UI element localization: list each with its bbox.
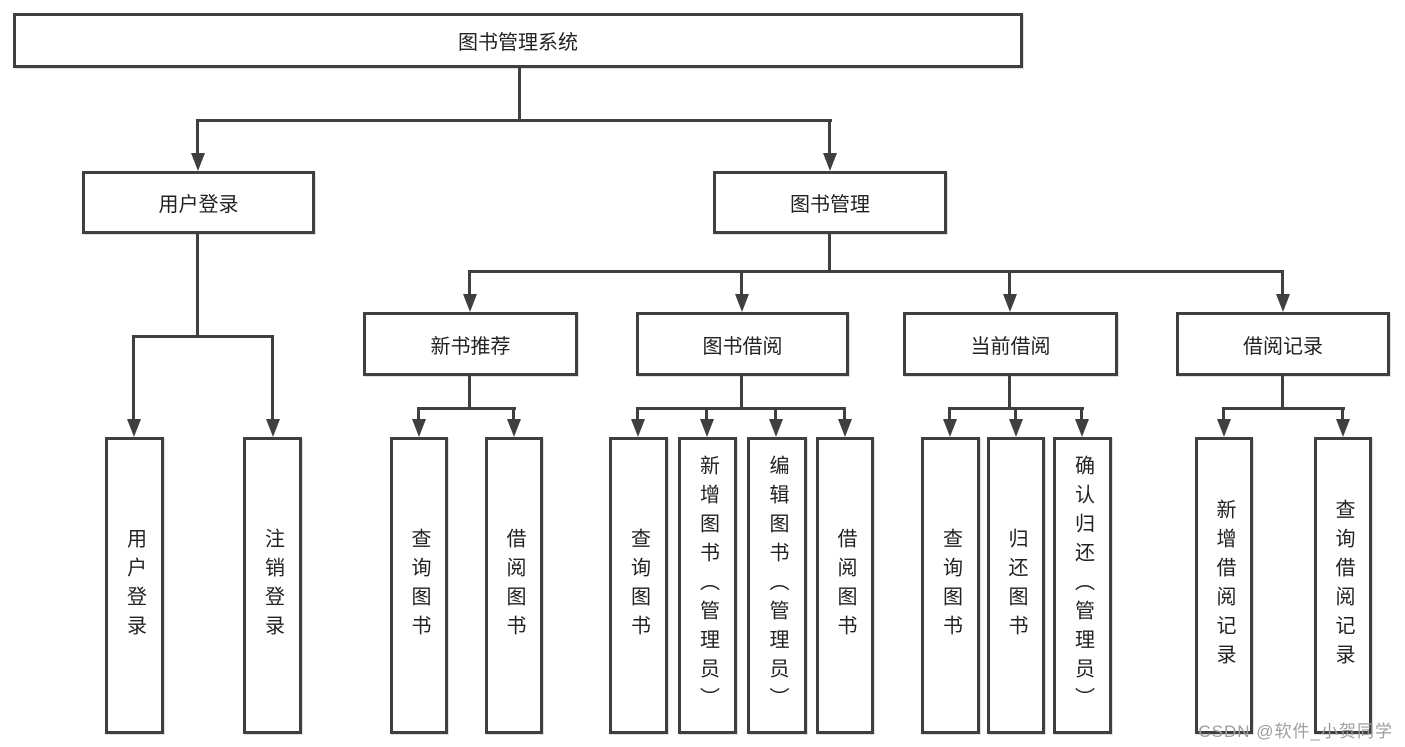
leaf-label: 借阅图书 — [503, 527, 525, 644]
connector-borrow-stem — [740, 376, 743, 410]
arrowhead-current-borrow — [1003, 294, 1017, 312]
connector-drop — [1080, 407, 1083, 421]
node-user-login: 用户登录 — [82, 171, 315, 234]
connector-mgmt-stem — [828, 234, 831, 273]
node-label: 当前借阅 — [970, 335, 1051, 358]
arrowhead — [412, 419, 426, 437]
leaf-logout: 注销登录 — [243, 437, 302, 734]
node-book-borrow: 图书借阅 — [636, 312, 849, 376]
connector-drop-leaf-logout — [271, 335, 274, 421]
leaf-label: 借阅图书 — [834, 527, 856, 644]
leaf-add-book-admin: 新增图书（管理员） — [678, 437, 737, 734]
leaf-label: 新增图书（管理员） — [696, 455, 719, 716]
connector-drop — [705, 407, 708, 421]
leaf-label: 查询图书 — [408, 527, 430, 644]
connector-newbook-stem — [468, 376, 471, 410]
leaf-confirm-return-admin: 确认归还（管理员） — [1053, 437, 1112, 734]
arrowhead — [700, 419, 714, 437]
arrowhead-leaf-user-login — [127, 419, 141, 437]
leaf-user-login: 用户登录 — [105, 437, 164, 734]
arrowhead — [1217, 419, 1231, 437]
arrowhead-leaf-logout — [266, 419, 280, 437]
leaf-query-books-newbook: 查询图书 — [390, 437, 448, 734]
arrowhead — [1075, 419, 1089, 437]
node-label: 图书借阅 — [702, 335, 783, 358]
arrowhead — [769, 419, 783, 437]
leaf-label: 查询图书 — [627, 527, 650, 644]
leaf-query-borrow-record: 查询借阅记录 — [1314, 437, 1372, 734]
connector-borrow-bus — [636, 407, 846, 410]
arrowhead — [1009, 419, 1023, 437]
leaf-borrow-books-newbook: 借阅图书 — [485, 437, 543, 734]
connector-drop — [636, 407, 639, 421]
connector-root-stem — [518, 68, 521, 121]
csdn-watermark: CSDN @软件_小贺同学 — [1198, 722, 1393, 741]
connector-user-stem — [196, 234, 199, 337]
leaf-add-borrow-record: 新增借阅记录 — [1195, 437, 1253, 734]
node-current-borrow: 当前借阅 — [903, 312, 1118, 376]
arrowhead — [507, 419, 521, 437]
connector-root-bus — [196, 119, 832, 122]
leaf-label: 新增借阅记录 — [1213, 498, 1235, 673]
arrowhead-new-book — [463, 294, 477, 312]
leaf-label: 归还图书 — [1005, 527, 1027, 644]
node-label: 新书推荐 — [430, 335, 511, 358]
connector-drop-new-book — [468, 270, 471, 298]
node-label: 图书管理系统 — [458, 32, 578, 54]
leaf-label: 用户登录 — [123, 527, 146, 644]
connector-drop — [1341, 407, 1344, 421]
node-book-management: 图书管理 — [713, 171, 947, 234]
connector-drop-current-borrow — [1008, 270, 1011, 298]
leaf-label: 确认归还（管理员） — [1071, 455, 1094, 716]
leaf-label: 查询借阅记录 — [1332, 498, 1354, 673]
node-root-library-system: 图书管理系统 — [13, 13, 1023, 68]
node-new-book-recommend: 新书推荐 — [363, 312, 578, 376]
arrowhead — [943, 419, 957, 437]
arrowhead — [838, 419, 852, 437]
connector-records-stem — [1281, 376, 1284, 410]
connector-drop-leaf-user-login — [132, 335, 135, 421]
node-borrow-records: 借阅记录 — [1176, 312, 1390, 376]
leaf-label: 编辑图书（管理员） — [766, 455, 788, 716]
leaf-query-books-current: 查询图书 — [921, 437, 980, 734]
connector-current-stem — [1008, 376, 1011, 410]
connector-drop-borrow-records — [1281, 270, 1284, 298]
connector-drop — [948, 407, 951, 421]
connector-drop — [1014, 407, 1017, 421]
leaf-label: 注销登录 — [261, 527, 284, 644]
arrowhead-user-login — [191, 153, 205, 171]
arrowhead — [631, 419, 645, 437]
node-label: 借阅记录 — [1243, 335, 1323, 358]
connector-drop — [417, 407, 420, 421]
arrowhead-borrow-records — [1276, 294, 1290, 312]
leaf-query-books-borrow: 查询图书 — [609, 437, 668, 734]
arrowhead-book-borrow — [735, 294, 749, 312]
connector-drop — [512, 407, 515, 421]
connector-drop-user-login — [196, 119, 199, 156]
arrowhead — [1336, 419, 1350, 437]
leaf-borrow-books: 借阅图书 — [816, 437, 874, 734]
connector-drop — [843, 407, 846, 421]
connector-drop-book-management — [828, 119, 831, 156]
leaf-label: 查询图书 — [939, 527, 962, 644]
arrowhead-book-management — [823, 153, 837, 171]
connector-drop-book-borrow — [740, 270, 743, 298]
leaf-return-books: 归还图书 — [987, 437, 1045, 734]
connector-mgmt-bus — [468, 270, 1284, 273]
node-label: 图书管理 — [790, 194, 870, 216]
leaf-edit-book-admin: 编辑图书（管理员） — [747, 437, 807, 734]
connector-user-bus — [132, 335, 274, 338]
node-label: 用户登录 — [158, 194, 239, 216]
connector-drop — [774, 407, 777, 421]
connector-newbook-bus — [417, 407, 516, 410]
connector-drop — [1222, 407, 1225, 421]
connector-records-bus — [1222, 407, 1345, 410]
